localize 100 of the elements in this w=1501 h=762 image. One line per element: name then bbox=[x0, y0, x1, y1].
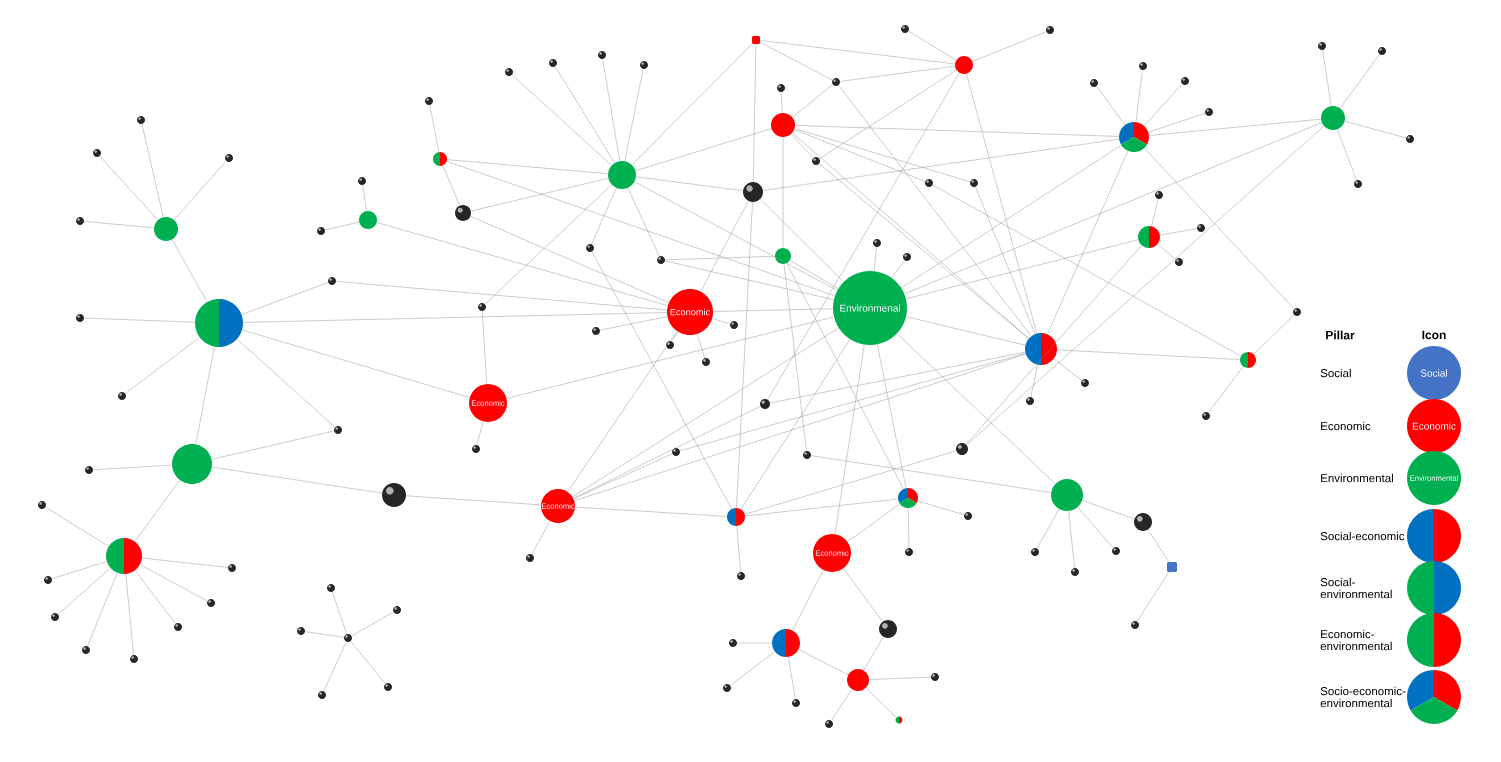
connector-line bbox=[506, 316, 835, 399]
connector-line bbox=[1253, 314, 1295, 355]
connector-line bbox=[1053, 358, 1082, 381]
connector-line bbox=[1148, 113, 1206, 133]
connector-line bbox=[324, 221, 360, 231]
pillar-circle bbox=[775, 248, 791, 264]
connector-line bbox=[173, 160, 227, 221]
connector-line bbox=[786, 263, 904, 490]
column-header: Icon bbox=[1422, 330, 1446, 340]
connector-line bbox=[664, 260, 834, 300]
pie-circle bbox=[1025, 333, 1057, 365]
connector-line bbox=[134, 480, 181, 542]
connector-line bbox=[760, 40, 956, 65]
connector-line bbox=[211, 430, 335, 460]
connector-line bbox=[351, 611, 394, 637]
connector-line bbox=[624, 68, 644, 162]
connector-line bbox=[736, 525, 741, 573]
connector-line bbox=[896, 333, 1056, 485]
connector-line bbox=[141, 557, 229, 568]
connector-line bbox=[572, 327, 839, 497]
connector-line bbox=[905, 239, 1139, 300]
connector-line bbox=[429, 104, 439, 153]
connector-line bbox=[304, 631, 345, 638]
pie-circle bbox=[898, 488, 918, 508]
legend-label: Economic bbox=[1321, 421, 1371, 431]
pie-circle bbox=[895, 716, 903, 724]
connector-line bbox=[51, 561, 107, 579]
connector-line bbox=[1030, 364, 1038, 398]
connector-line bbox=[767, 72, 960, 400]
connector-line bbox=[819, 163, 1029, 339]
connector-line bbox=[794, 125, 1120, 137]
connector-line bbox=[838, 85, 1032, 337]
connector-line bbox=[847, 503, 900, 542]
connector-line bbox=[555, 66, 615, 164]
connector-line bbox=[671, 331, 679, 342]
connector-line bbox=[794, 128, 971, 182]
connector-line bbox=[868, 676, 932, 680]
pie-circle bbox=[106, 538, 142, 574]
connector-line bbox=[171, 239, 208, 303]
pillar-circle bbox=[955, 56, 973, 74]
connector-line bbox=[1157, 243, 1176, 260]
connector-line bbox=[1047, 150, 1129, 335]
connector-line bbox=[134, 570, 176, 624]
connector-line bbox=[789, 259, 839, 290]
connector-line bbox=[141, 123, 164, 218]
connector-line bbox=[907, 507, 910, 548]
connector-line bbox=[834, 344, 865, 535]
connector-line bbox=[634, 181, 838, 291]
pie-circle bbox=[1240, 352, 1256, 368]
pie-circle bbox=[727, 508, 745, 526]
connector-line bbox=[877, 344, 907, 489]
connector-line bbox=[908, 30, 957, 61]
connector-line bbox=[792, 84, 833, 118]
connector-line bbox=[1322, 49, 1332, 107]
connector-line bbox=[762, 138, 1120, 191]
connector-line bbox=[904, 122, 1322, 295]
connector-line bbox=[139, 564, 208, 602]
connector-line bbox=[1135, 69, 1143, 123]
connector-line bbox=[713, 308, 834, 312]
connector-line bbox=[236, 338, 336, 428]
connector-line bbox=[736, 201, 753, 509]
connector-line bbox=[831, 689, 853, 721]
connector-line bbox=[966, 73, 1037, 334]
connector-line bbox=[591, 251, 732, 510]
connector-line bbox=[865, 687, 897, 718]
connector-line bbox=[730, 651, 775, 686]
sphere bbox=[879, 620, 897, 638]
connector-line bbox=[57, 567, 111, 615]
connector-line bbox=[839, 65, 956, 82]
connector-line bbox=[769, 351, 1026, 404]
connector-line bbox=[323, 641, 347, 692]
connector-line bbox=[99, 155, 159, 221]
pillar-circle bbox=[154, 217, 178, 241]
connector-line bbox=[975, 186, 1036, 335]
connector-line bbox=[760, 41, 833, 81]
connector-line bbox=[905, 316, 1026, 346]
connector-line bbox=[476, 421, 484, 446]
connector-line bbox=[531, 520, 551, 555]
connector-line bbox=[863, 636, 884, 671]
pillar-circle bbox=[1051, 479, 1083, 511]
connector-line bbox=[1147, 529, 1169, 562]
connector-line bbox=[810, 455, 1052, 493]
connector-line bbox=[83, 221, 155, 229]
pillar-circle bbox=[172, 444, 212, 484]
connector-line bbox=[1144, 147, 1295, 310]
connector-line bbox=[362, 184, 367, 212]
connector-line bbox=[511, 74, 612, 166]
legend-label: Social bbox=[1320, 368, 1351, 378]
connector-line bbox=[125, 573, 134, 656]
sphere bbox=[455, 205, 471, 221]
sphere bbox=[743, 182, 763, 202]
pillar-circle bbox=[1321, 106, 1345, 130]
connector-line bbox=[573, 453, 673, 500]
connector-line bbox=[484, 184, 612, 305]
connector-line bbox=[1340, 54, 1380, 109]
connector-line bbox=[1151, 198, 1159, 227]
connector-line bbox=[446, 161, 836, 297]
connector-line bbox=[574, 353, 1026, 501]
connector-line bbox=[211, 466, 383, 494]
connector-line bbox=[788, 656, 796, 700]
